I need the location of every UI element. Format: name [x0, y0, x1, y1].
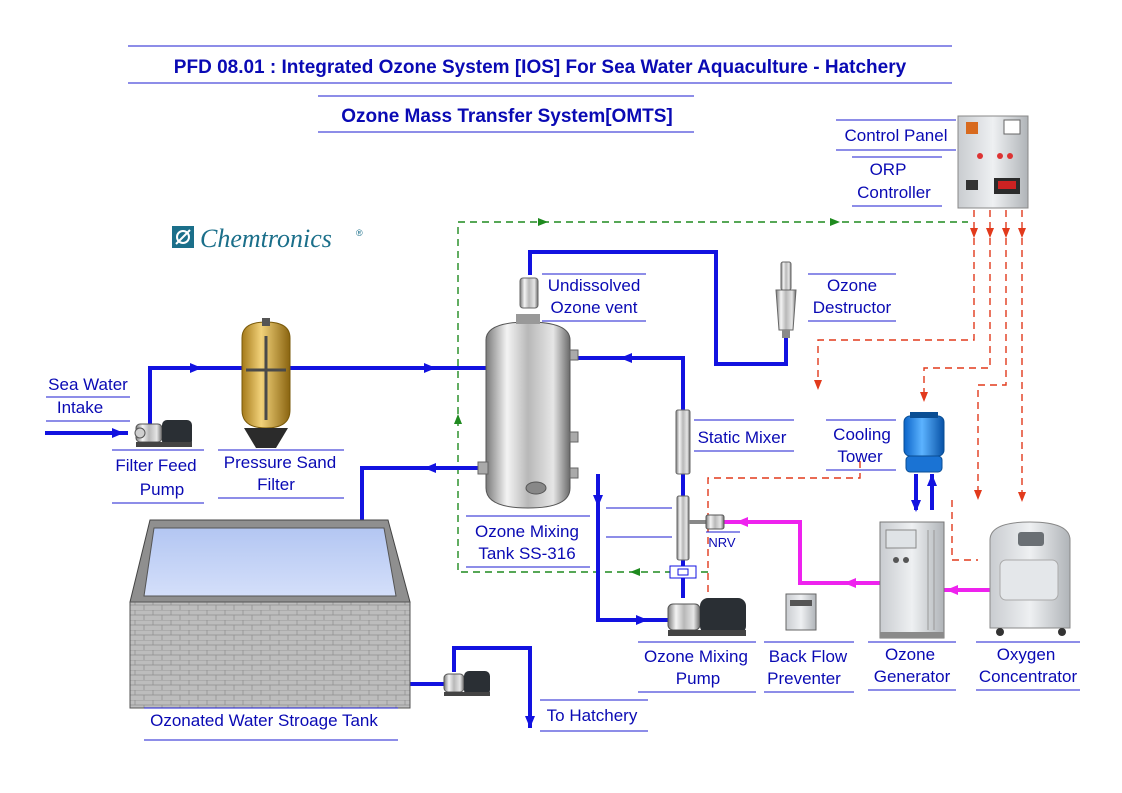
- label-generator-ozone: Ozone: [885, 645, 935, 664]
- control-signal-lines: [707, 210, 1026, 592]
- venturi-icon: [676, 495, 690, 561]
- ozone-mixing-tank-icon: [477, 277, 579, 509]
- ozonated-water-storage-tank-icon: [129, 519, 411, 709]
- chemtronics-logo: Chemtronics ®: [172, 224, 363, 253]
- label-destructor: Destructor: [813, 298, 892, 317]
- label-filter-pump: Pump: [140, 480, 184, 499]
- pressure-sand-filter-icon: [241, 318, 291, 448]
- label-sea-water: Sea Water: [48, 375, 128, 394]
- oxygen-concentrator-icon: [989, 521, 1071, 636]
- ozone-feedback-lines: [454, 218, 968, 576]
- label-orp: ORP: [870, 160, 907, 179]
- label-mixing-pump: Ozone Mixing: [644, 647, 748, 666]
- ozone-generator-icon: [879, 521, 945, 639]
- ozone-destructor-icon: [775, 261, 797, 338]
- label-ozone-vent: Ozone vent: [551, 298, 638, 317]
- label-static-mixer: Static Mixer: [698, 428, 787, 447]
- cooling-tower-icon: [903, 412, 945, 512]
- back-flow-preventer-icon: [785, 593, 817, 631]
- label-tower: Tower: [837, 447, 883, 466]
- label-preventer: Preventer: [767, 669, 841, 688]
- label-controller: Controller: [857, 183, 931, 202]
- ozone-mixing-pump-icon: [667, 598, 746, 636]
- labels: Sea Water Intake Filter Feed Pump Pressu…: [46, 119, 1080, 741]
- filter-feed-pump-icon: [134, 420, 192, 447]
- label-concentrator: Concentrator: [979, 667, 1078, 686]
- label-destructor-ozone: Ozone: [827, 276, 877, 295]
- label-nrv: NRV: [708, 535, 736, 550]
- logo-registered-mark: ®: [356, 228, 363, 238]
- nrv-valve-icon: [689, 514, 725, 530]
- check-valve-icon: [669, 565, 697, 579]
- label-tank-ss316: Tank SS-316: [478, 544, 575, 563]
- static-mixer-icon: [675, 409, 691, 475]
- control-panel-icon: [957, 115, 1029, 209]
- page-subtitle: Ozone Mass Transfer System[OMTS]: [341, 106, 673, 127]
- label-control-panel: Control Panel: [844, 126, 947, 145]
- page-header: PFD 08.01 : Integrated Ozone System [IOS…: [128, 45, 952, 133]
- label-mixing-tank: Ozone Mixing: [475, 522, 579, 541]
- label-intake: Intake: [57, 398, 103, 417]
- label-oxygen: Oxygen: [997, 645, 1056, 664]
- ozone-gas-lines: [724, 517, 990, 595]
- page-title: PFD 08.01 : Integrated Ozone System [IOS…: [174, 57, 907, 78]
- label-back-flow: Back Flow: [769, 647, 848, 666]
- label-to-hatchery: To Hatchery: [547, 706, 638, 725]
- label-pump: Pump: [676, 669, 720, 688]
- label-filter-feed: Filter Feed: [115, 456, 196, 475]
- label-filter: Filter: [257, 475, 295, 494]
- transfer-pump-icon: [443, 671, 490, 696]
- label-pressure-sand: Pressure Sand: [224, 453, 336, 472]
- logo-text: Chemtronics: [200, 224, 332, 253]
- label-undissolved: Undissolved: [548, 276, 641, 295]
- label-generator: Generator: [874, 667, 951, 686]
- label-storage-tank: Ozonated Water Stroage Tank: [150, 711, 378, 730]
- label-cooling: Cooling: [833, 425, 891, 444]
